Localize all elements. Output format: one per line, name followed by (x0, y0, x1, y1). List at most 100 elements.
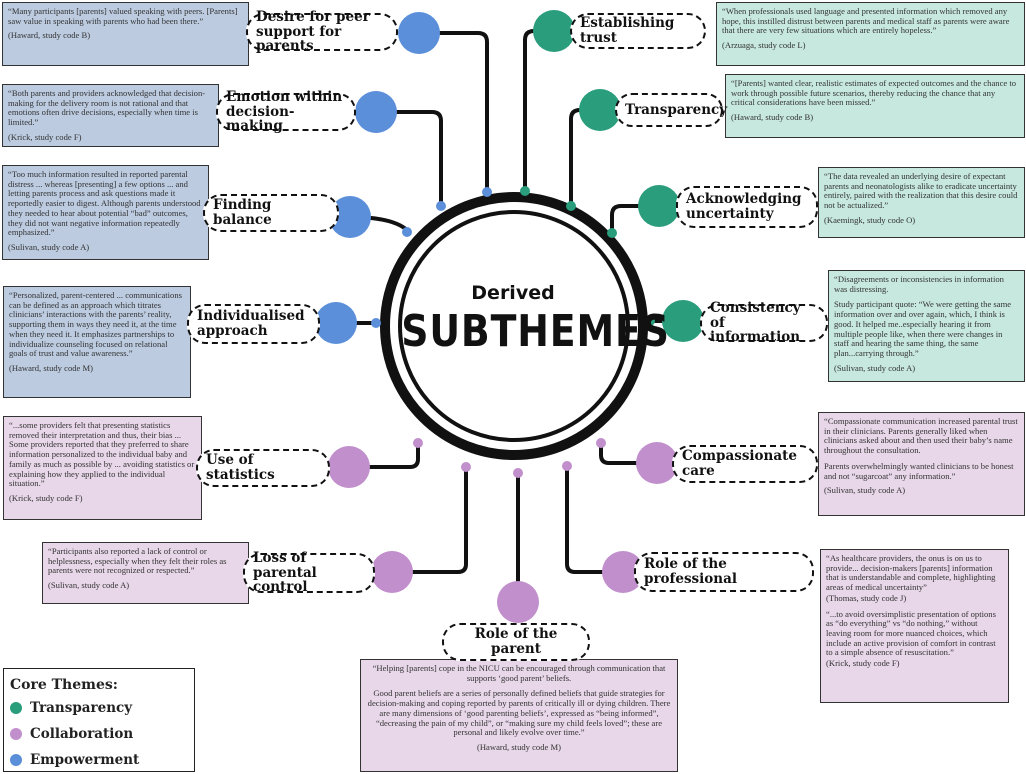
node-dot-compassionate (636, 442, 678, 484)
subtheme-label-uncertainty: Acknowledging uncertainty (676, 186, 818, 228)
small-dot-role-parent (513, 468, 523, 478)
node-dot-role-parent (497, 581, 539, 623)
connector-compassionate (599, 444, 657, 465)
subtheme-label-consistency: Consistency of information (700, 301, 828, 345)
legend-label: Transparency (30, 700, 133, 716)
node-dot-role-professional (602, 551, 644, 593)
small-dot-compassionate (596, 438, 606, 448)
small-dot-parental-control (461, 462, 471, 472)
quote-citation-inline: (Thomas, study code J) (826, 592, 907, 603)
legend-item-empowerment: Empowerment (10, 747, 188, 773)
quote-citation: (Sulivan, study code A) (824, 485, 906, 496)
quote-text: “Helping [parents] cope in the NICU can … (372, 663, 666, 683)
subtheme-label-role-professional: Role of the professional (634, 552, 814, 592)
subtheme-label-individualised: Individualised approach (187, 304, 320, 344)
quote-citation: (Haward, study code B) (8, 30, 91, 41)
quote-text: “Disagreements or inconsistencies in inf… (834, 274, 1004, 294)
small-dot-statistics (413, 438, 423, 448)
legend-item-collaboration: Collaboration (10, 721, 188, 747)
center-outer-ring (380, 192, 648, 460)
connector-statistics (349, 444, 420, 469)
node-dot-uncertainty (638, 185, 680, 227)
quote-text: Study participant quote: “We were gettin… (834, 299, 1012, 358)
quote-citation: (Sulivan, study code A) (8, 241, 90, 252)
quote-text: “Compassionate communication increased p… (824, 416, 1018, 456)
quote-box-consistency: “Disagreements or inconsistencies in inf… (828, 270, 1025, 382)
connector-parental-control (392, 468, 468, 574)
connector-peer-support (420, 31, 489, 190)
subtheme-label-statistics: Use of statistics (196, 449, 330, 487)
node-dot-peer-support (398, 12, 440, 54)
large-dots (315, 10, 704, 623)
subtheme-label-transparency: Transparency (615, 93, 727, 127)
small-dot-uncertainty (607, 228, 617, 238)
quote-box-role-professional: “As healthcare providers, the onus is on… (820, 549, 1009, 703)
quote-citation: (Sulivan, study code A) (834, 362, 916, 373)
center-heading: SUBTHEMES (401, 306, 670, 357)
quote-box-peer-support: “Many participants [parents] valued spea… (2, 2, 249, 66)
legend-title: Core Themes: (10, 677, 118, 693)
quote-citation: (Haward, study code M) (9, 362, 94, 373)
quote-citation: (Krick, study code F) (826, 658, 900, 669)
small-dot-peer-support (482, 187, 492, 197)
quote-text: Good parent beliefs are a series of pers… (367, 688, 671, 738)
quote-citation: (Krick, study code F) (9, 492, 83, 503)
subtheme-label-balance: Finding balance (203, 194, 339, 232)
legend-item-transparency: Transparency (10, 695, 188, 721)
quote-text: “Both parents and providers acknowledged… (8, 88, 206, 128)
subtheme-label-parental-control: Loss of parental control (243, 551, 375, 595)
quote-text: “Personalized, parent-centered ... commu… (9, 290, 182, 359)
legend-dot-icon (10, 754, 22, 766)
quote-citation: (Haward, study code M) (476, 741, 561, 752)
quote-box-uncertainty: “The data revealed an underlying desire … (818, 167, 1025, 238)
quote-text: Parents overwhelmingly wanted clinicians… (824, 460, 1014, 481)
quote-text: “The data revealed an underlying desire … (824, 171, 1018, 211)
small-dot-transparency (566, 201, 576, 211)
node-dot-balance (329, 196, 371, 238)
quote-citation: (Krick, study code F) (8, 131, 82, 142)
quote-text: “...some providers felt that presenting … (9, 420, 195, 489)
subtheme-label-role-parent: Role of the parent (442, 623, 590, 661)
small-dot-individualised (371, 318, 381, 328)
center-ring (380, 192, 648, 460)
quote-box-trust: “When professionals used language and pr… (716, 2, 1025, 66)
quote-box-compassionate: “Compassionate communication increased p… (818, 412, 1025, 516)
legend-label: Empowerment (30, 752, 140, 768)
subtheme-label-emotion: Emotion within decision-making (216, 90, 356, 134)
node-dot-individualised (315, 302, 357, 344)
quote-citation: (Sulivan, study code A) (48, 580, 130, 591)
connector-uncertainty (610, 204, 658, 232)
subtheme-label-trust: Establishing trust (570, 13, 706, 49)
connector-role-professional (565, 466, 622, 574)
quote-text: “Too much information resulted in report… (8, 169, 201, 238)
small-dots (371, 186, 655, 478)
node-dot-trust (533, 10, 575, 52)
quote-box-parental-control: “Participants also reported a lack of co… (42, 542, 249, 604)
small-dot-trust (520, 186, 530, 196)
node-dot-emotion (355, 91, 397, 133)
center-inner-ring (398, 210, 630, 442)
legend-dot-icon (10, 728, 22, 740)
quote-text: “[Parents] wanted clear, realistic estim… (731, 78, 1017, 108)
center-subtitle: Derived (471, 282, 555, 304)
small-dot-role-professional (562, 461, 572, 471)
quote-text: “Participants also reported a lack of co… (48, 546, 227, 576)
node-dot-parental-control (371, 551, 413, 593)
small-dot-consistency (645, 316, 655, 326)
connector-emotion (375, 110, 443, 204)
quote-box-role-parent: “Helping [parents] cope in the NICU can … (360, 659, 678, 772)
legend: Core Themes: Transparency Collaboration … (3, 668, 195, 772)
quote-box-balance: “Too much information resulted in report… (2, 165, 209, 260)
node-dot-statistics (328, 446, 370, 488)
center-title: Derived SUBTHEMES (383, 282, 670, 357)
legend-dot-icon (10, 702, 22, 714)
quote-citation: (Kaemingk, study code O) (824, 214, 916, 225)
quote-box-statistics: “...some providers felt that presenting … (3, 416, 202, 520)
quote-text: “Many participants [parents] valued spea… (8, 6, 238, 26)
quote-box-transparency: “[Parents] wanted clear, realistic estim… (725, 74, 1025, 138)
legend-label: Collaboration (30, 726, 134, 742)
node-dot-transparency (579, 89, 621, 131)
quote-text: “When professionals used language and pr… (722, 6, 1010, 36)
quote-box-individualised: “Personalized, parent-centered ... commu… (3, 286, 191, 398)
